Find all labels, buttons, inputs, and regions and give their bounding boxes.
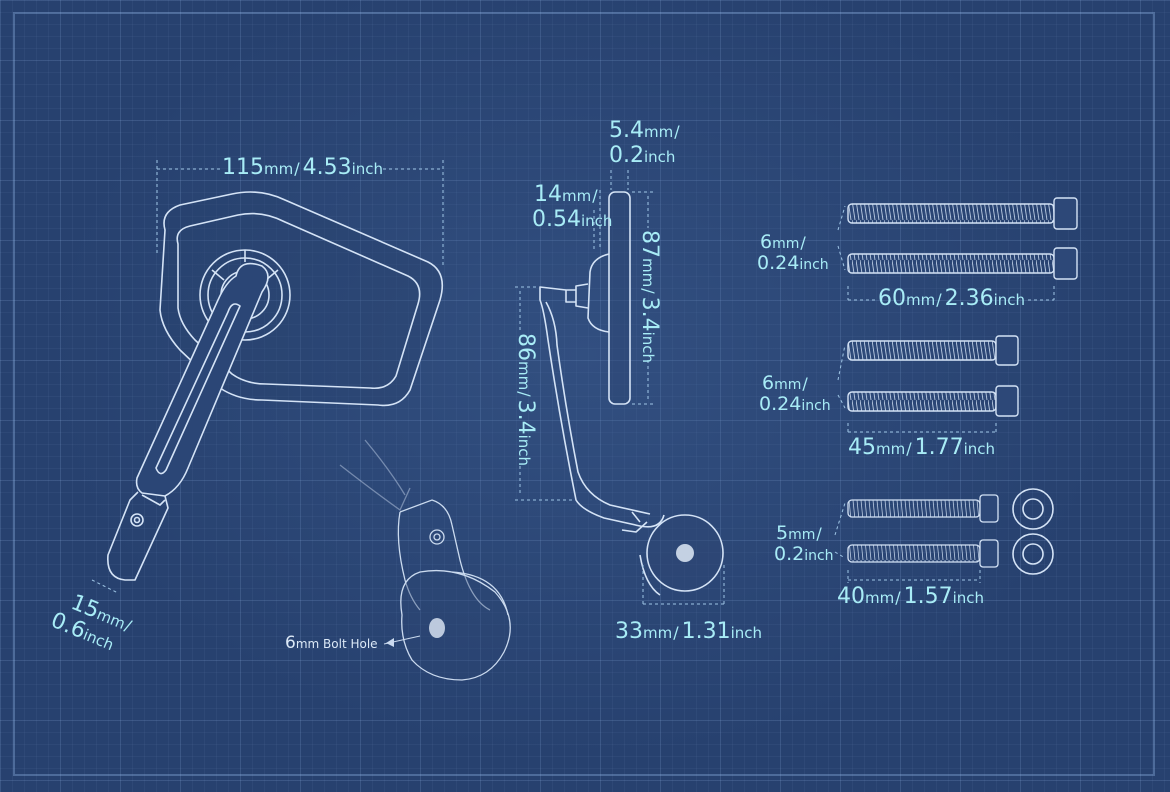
washers xyxy=(1012,488,1054,575)
glass-thickness-label: 5.4mm/ 0.2inch xyxy=(609,118,680,168)
bolt-60-length-label: 60mm/2.36inch xyxy=(878,286,1026,311)
bolt-45-diameter-label: 6mm/ 0.24inch xyxy=(759,372,831,415)
mirror-height-label: 87mm/3.4inch xyxy=(637,230,662,364)
dimension-lines xyxy=(91,160,1055,605)
end-diameter-label: 33mm/1.31inch xyxy=(615,619,763,644)
bolt-hole-label: 6mm Bolt Hole xyxy=(285,633,378,653)
clamp-detail-view xyxy=(339,439,511,681)
bolt-60mm-b xyxy=(847,247,1078,280)
bolt-40-diameter-label: 5mm/ 0.2inch xyxy=(774,522,834,565)
bolt-40mm-b xyxy=(847,539,999,568)
bolt-45-length-label: 45mm/1.77inch xyxy=(848,435,996,460)
bolt-45mm-a xyxy=(847,335,1019,366)
washer-top xyxy=(1012,488,1054,530)
bolt-60-diameter-label: 6mm/ 0.24inch xyxy=(757,231,829,274)
washer-bottom xyxy=(1012,533,1054,575)
mirror-side-view xyxy=(539,191,724,596)
blueprint-frame xyxy=(13,12,1155,776)
bolt-40mm-a xyxy=(847,494,999,523)
mirror-width-label: 115mm/4.53inch xyxy=(222,155,384,180)
bolt-60mm-a xyxy=(847,197,1078,230)
bolt-45mm-b xyxy=(847,385,1019,417)
mirror-front-view xyxy=(107,191,444,581)
arm-height-label: 86mm/3.4inch xyxy=(513,333,538,467)
bolt-40-length-label: 40mm/1.57inch xyxy=(837,584,985,609)
housing-depth-label: 14mm/ 0.54inch xyxy=(532,182,613,232)
